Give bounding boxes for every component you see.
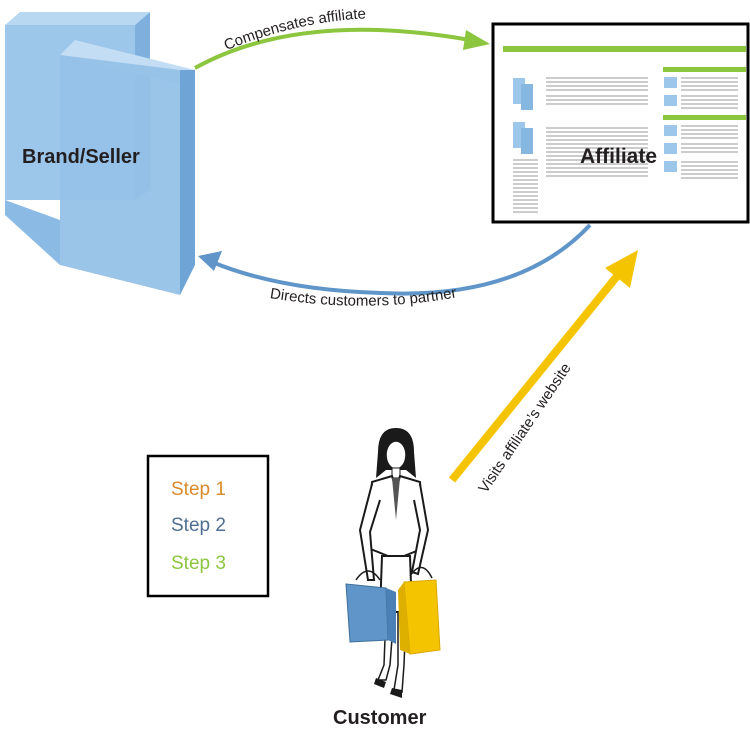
customer-label: Customer [333,707,427,729]
brand-seller-label: Brand/Seller [22,146,140,168]
directs-label: Directs customers to partner [269,284,458,309]
step-legend: Step 1 Step 2 Step 3 [146,454,270,598]
brand-seller-building [5,12,195,295]
affiliate-website [491,22,750,224]
affiliate-label: Affiliate [580,145,657,168]
visits-arrow [448,250,638,483]
customer-figure [345,428,441,698]
legend-step-1: Step 1 [171,479,226,500]
legend-step-2: Step 2 [171,515,226,536]
directs-arrow [198,223,592,296]
legend-step-3: Step 3 [171,553,226,574]
compensates-arrow [194,27,490,70]
